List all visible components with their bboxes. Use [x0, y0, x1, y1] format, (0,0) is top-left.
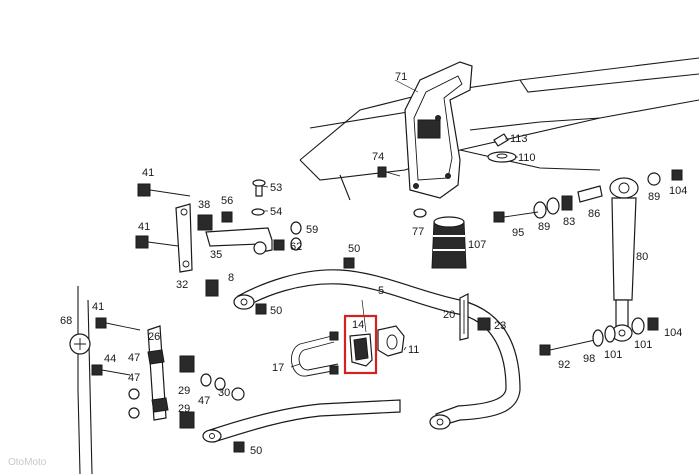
label-41-top: 41 — [142, 167, 154, 179]
label-20: 20 — [443, 309, 455, 321]
label-41-mid: 41 — [138, 221, 150, 233]
label-68: 68 — [60, 315, 72, 327]
label-17: 17 — [272, 362, 284, 374]
label-29-b: 29 — [178, 403, 190, 415]
label-47-a: 47 — [128, 352, 140, 364]
label-83: 83 — [563, 216, 575, 228]
rubber-buffer — [413, 208, 467, 269]
shock-absorber — [609, 177, 639, 342]
label-56: 56 — [221, 195, 233, 207]
lower-mount-hardware — [539, 317, 659, 356]
label-44: 44 — [104, 353, 116, 365]
label-59: 59 — [306, 224, 318, 236]
highlight-box-part-14 — [343, 314, 378, 375]
label-11: 11 — [408, 344, 419, 356]
part-labels: 71 113 110 74 41 53 38 56 54 41 59 77 10… — [60, 71, 687, 457]
stabilizer-bar — [233, 269, 521, 430]
label-38: 38 — [198, 199, 210, 211]
upper-mount-hardware — [493, 169, 683, 223]
label-23: 23 — [494, 320, 506, 332]
label-35: 35 — [210, 249, 222, 261]
label-26: 26 — [148, 331, 160, 343]
label-53: 53 — [270, 182, 282, 194]
label-89-b: 89 — [538, 221, 550, 233]
label-50-a: 50 — [348, 243, 360, 255]
label-62: 62 — [290, 241, 302, 253]
label-14: 14 — [352, 319, 364, 331]
label-101-b: 101 — [634, 339, 652, 351]
label-32: 32 — [176, 279, 188, 291]
label-71: 71 — [395, 71, 407, 83]
upper-left-hardware — [135, 179, 355, 297]
label-80: 80 — [636, 251, 648, 263]
label-50-b: 50 — [270, 305, 282, 317]
washer-parts — [487, 133, 517, 163]
label-5: 5 — [378, 285, 384, 297]
label-8: 8 — [228, 272, 234, 284]
screw-74 — [377, 166, 401, 178]
label-47-c: 47 — [198, 395, 210, 407]
clamp-20 — [459, 293, 491, 341]
label-95: 95 — [512, 227, 524, 239]
label-92: 92 — [558, 359, 570, 371]
label-30: 30 — [218, 387, 230, 399]
label-77: 77 — [412, 226, 424, 238]
stabilizer-bushing-14 — [349, 333, 373, 367]
label-113: 113 — [510, 133, 528, 145]
label-74: 74 — [372, 151, 384, 163]
label-86: 86 — [588, 208, 600, 220]
u-bolt — [291, 331, 339, 377]
label-98: 98 — [583, 353, 595, 365]
vehicle-body-outline — [299, 57, 699, 201]
lower-stabilizer — [202, 399, 401, 453]
mounting-bracket — [404, 61, 473, 199]
label-54: 54 — [270, 206, 282, 218]
label-89-a: 89 — [648, 191, 660, 203]
label-29-a: 29 — [178, 385, 190, 397]
label-41-low: 41 — [92, 301, 104, 313]
label-50-c: 50 — [250, 445, 262, 457]
label-107: 107 — [468, 239, 486, 251]
label-101-a: 101 — [604, 349, 622, 361]
bushing-bracket-11 — [377, 325, 405, 357]
watermark: OtoMoto — [8, 457, 47, 468]
drop-link-assembly — [69, 317, 245, 429]
left-frame-outline — [77, 286, 93, 474]
label-104-b: 104 — [664, 327, 682, 339]
label-47-b: 47 — [128, 372, 140, 384]
label-110: 110 — [518, 152, 536, 164]
label-104-a: 104 — [669, 185, 687, 197]
